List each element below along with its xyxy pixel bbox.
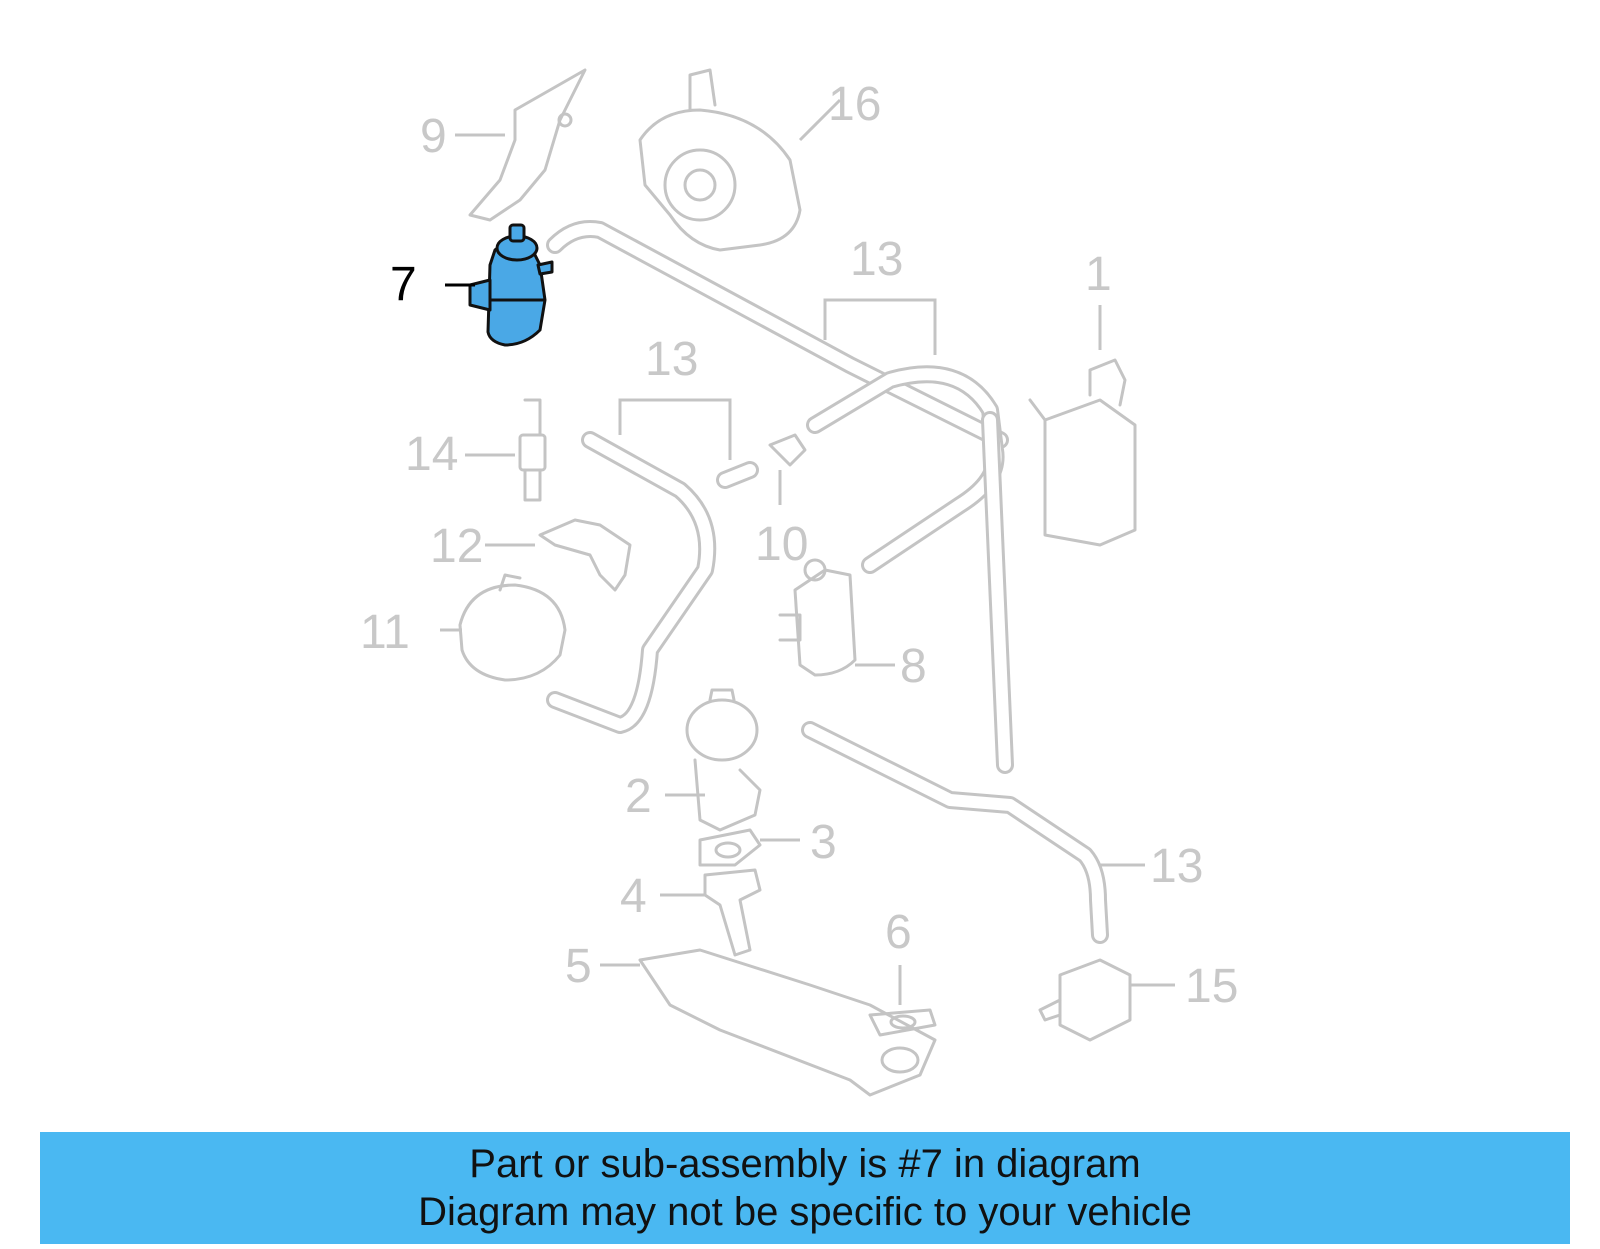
callout-8: 8: [900, 640, 927, 693]
callout-1: 1: [1085, 248, 1112, 301]
callout-6: 6: [885, 906, 912, 959]
part-10-connector: [768, 433, 807, 467]
part-11-reservoir: [458, 573, 567, 682]
part-2-egr-valve: [685, 688, 762, 832]
banner-line-part: Part or sub-assembly is #7 in diagram: [469, 1142, 1141, 1186]
part-16-pump: [638, 68, 802, 252]
callout-10: 10: [755, 518, 808, 571]
part-9-bracket: [468, 68, 587, 222]
part-14-valve: [518, 398, 547, 502]
leader-lines: [440, 98, 1175, 1005]
part-3-gasket: [698, 828, 762, 867]
part-4-pipe: [703, 868, 762, 957]
callout-14: 14: [405, 428, 458, 481]
callout-7[interactable]: 7: [390, 258, 417, 311]
part-12-bracket: [538, 518, 632, 592]
callout-3: 3: [810, 816, 837, 869]
callout-12: 12: [430, 520, 483, 573]
part-5-manifold: [638, 948, 937, 1097]
part-15-sensor: [1038, 958, 1132, 1042]
callout-11: 11: [360, 606, 410, 659]
parts-diagram: 9 16 7 13 1 13 14 10 12 11 8 2 3 13 4 6 …: [360, 68, 1238, 1097]
callout-13-low: 13: [1150, 840, 1203, 893]
part-1-canister: [1028, 358, 1137, 547]
callout-13-top: 13: [850, 233, 903, 286]
banner-line-disclaimer: Diagram may not be specific to your vehi…: [418, 1190, 1192, 1234]
callout-9: 9: [420, 110, 447, 163]
info-banner: Part or sub-assembly is #7 in diagram Di…: [40, 1132, 1570, 1244]
callout-16: 16: [828, 78, 881, 131]
callout-15: 15: [1185, 960, 1238, 1013]
part-6-gasket: [868, 1008, 937, 1037]
callout-5: 5: [565, 940, 592, 993]
callouts: 9 16 7 13 1 13 14 10 12 11 8 2 3 13 4 6 …: [360, 78, 1238, 1013]
part-8-solenoid: [778, 558, 857, 677]
callout-4: 4: [620, 870, 647, 923]
callout-13-mid: 13: [645, 333, 698, 386]
hoses: [546, 220, 1109, 944]
callout-2: 2: [625, 770, 652, 823]
part-7-highlighted[interactable]: [468, 223, 554, 347]
